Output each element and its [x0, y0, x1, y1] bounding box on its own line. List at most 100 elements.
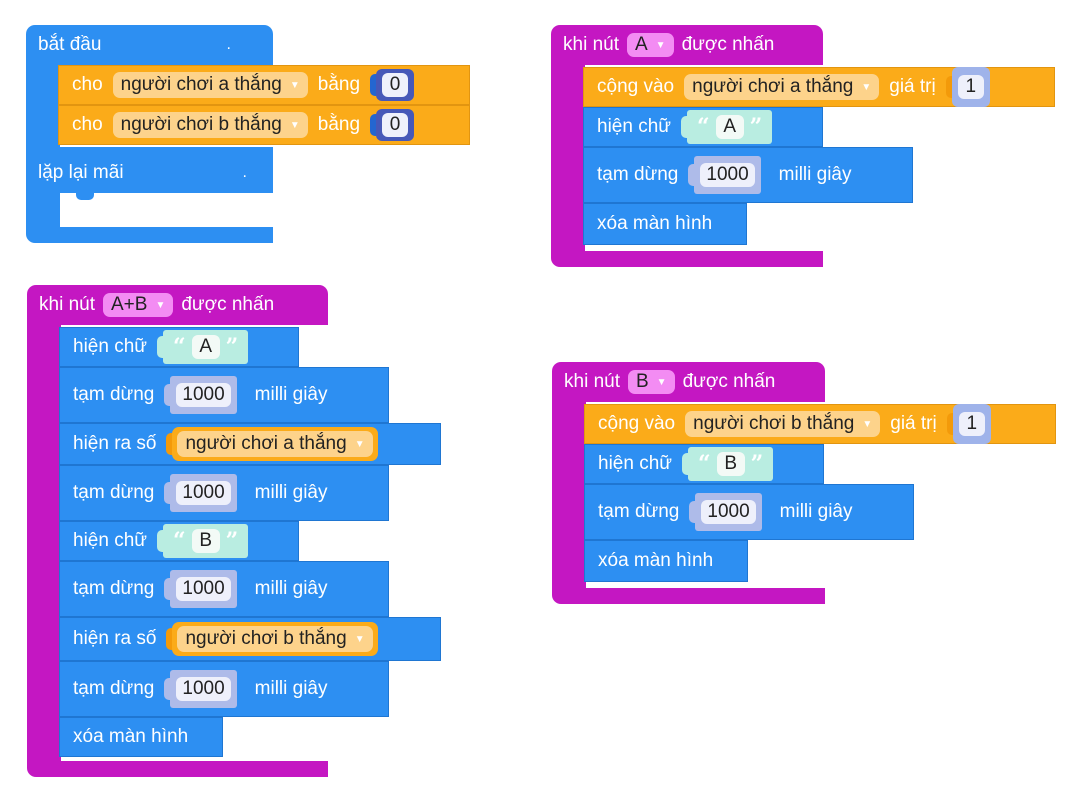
clear-screen-block[interactable]: xóa màn hình — [584, 540, 748, 582]
ms-label: milli giây — [254, 578, 328, 599]
by-label: giá trị — [889, 76, 936, 97]
number-input[interactable]: 1000 — [176, 481, 231, 505]
ms-label: milli giây — [254, 678, 328, 699]
change-var-block[interactable]: cộng vào người chơi b thắng ▼ giá trị 1 — [584, 404, 1056, 444]
pause-block[interactable]: tạm dừng 1000 milli giây — [583, 147, 913, 203]
socket-icon — [157, 336, 163, 358]
socket-icon — [688, 164, 695, 186]
set-label: cho — [72, 114, 103, 135]
show-string-block[interactable]: hiện chữ “ A ” — [583, 107, 823, 147]
string-slot[interactable]: “ B ” — [688, 447, 774, 481]
on-button-ab-arm — [27, 323, 61, 763]
show-number-label: hiện ra số — [73, 628, 157, 649]
pause-label: tạm dừng — [73, 384, 155, 405]
show-string-block-b[interactable]: hiện chữ “ B ” — [59, 521, 299, 561]
variable-dropdown[interactable]: người chơi b thắng ▼ — [685, 411, 881, 437]
clear-screen-block[interactable]: xóa màn hình — [583, 203, 747, 245]
chevron-down-icon: ▼ — [862, 418, 873, 430]
string-input[interactable]: B — [716, 452, 745, 476]
number-slot[interactable]: 1000 — [170, 376, 237, 414]
pause-block-1[interactable]: tạm dừng 1000 milli giây — [59, 367, 389, 423]
ms-label: milli giây — [778, 164, 852, 185]
on-button-ab-hat[interactable]: khi nút A+B ▼ được nhấn — [27, 285, 328, 325]
number-input[interactable]: 1 — [958, 412, 985, 436]
string-slot[interactable]: “ B ” — [163, 524, 249, 558]
socket-icon — [166, 628, 173, 650]
number-slot[interactable]: 1000 — [170, 670, 237, 708]
pause-block-2[interactable]: tạm dừng 1000 milli giây — [59, 465, 389, 521]
number-slot[interactable]: 0 — [376, 69, 415, 101]
socket-icon — [681, 116, 687, 138]
number-slot[interactable]: 1000 — [694, 156, 761, 194]
show-number-block-b[interactable]: hiện ra số người chơi b thắng ▼ — [59, 617, 441, 661]
button-name: B — [635, 371, 649, 392]
number-input[interactable]: 0 — [382, 113, 409, 137]
string-input[interactable]: A — [715, 115, 744, 139]
on-button-a-hat[interactable]: khi nút A ▼ được nhấn — [551, 25, 823, 65]
number-slot[interactable]: 1 — [951, 67, 990, 107]
socket-icon — [166, 433, 173, 455]
set-var-block-b[interactable]: cho người chơi b thắng ▼ bằng 0 — [58, 105, 470, 145]
number-input[interactable]: 1000 — [176, 677, 231, 701]
string-slot[interactable]: “ A ” — [163, 330, 249, 364]
forever-hat[interactable]: lặp lại mãi . — [26, 153, 273, 193]
event-prefix: khi nút — [564, 371, 620, 392]
change-label: cộng vào — [597, 76, 675, 97]
number-input[interactable]: 1000 — [176, 577, 231, 601]
event-suffix: được nhấn — [181, 294, 275, 315]
chevron-down-icon: ▼ — [289, 119, 300, 131]
quote-close-icon: ” — [225, 334, 239, 360]
pause-label: tạm dừng — [597, 164, 679, 185]
pause-label: tạm dừng — [73, 482, 155, 503]
set-var-block-a[interactable]: cho người chơi a thắng ▼ bằng 0 — [58, 65, 470, 105]
pause-block[interactable]: tạm dừng 1000 milli giây — [584, 484, 914, 540]
variable-dropdown-a[interactable]: người chơi a thắng ▼ — [112, 72, 308, 98]
clear-screen-block[interactable]: xóa màn hình — [59, 717, 223, 757]
number-slot[interactable]: 1000 — [695, 493, 762, 531]
variable-dropdown[interactable]: người chơi b thắng ▼ — [177, 626, 373, 652]
on-start-arm — [26, 63, 60, 149]
show-number-block-a[interactable]: hiện ra số người chơi a thắng ▼ — [59, 423, 441, 465]
pause-block-4[interactable]: tạm dừng 1000 milli giây — [59, 661, 389, 717]
on-start-hat[interactable]: bắt đầu . — [26, 25, 273, 65]
variable-dropdown[interactable]: người chơi a thắng ▼ — [177, 431, 373, 457]
chevron-down-icon: ▼ — [354, 633, 365, 645]
number-input[interactable]: 1 — [957, 75, 984, 99]
chevron-down-icon: ▼ — [655, 39, 666, 51]
quote-open-icon: “ — [173, 528, 186, 554]
set-label: cho — [72, 74, 103, 95]
variable-reporter-a[interactable]: người chơi a thắng ▼ — [172, 427, 378, 461]
event-prefix: khi nút — [39, 294, 95, 315]
change-var-block[interactable]: cộng vào người chơi a thắng ▼ giá trị 1 — [583, 67, 1055, 107]
variable-reporter-b[interactable]: người chơi b thắng ▼ — [172, 622, 378, 656]
string-slot[interactable]: “ A ” — [687, 110, 773, 144]
button-dropdown-b[interactable]: B ▼ — [627, 370, 675, 394]
number-slot[interactable]: 1 — [952, 404, 991, 444]
number-input[interactable]: 1000 — [701, 500, 756, 524]
show-string-block-a[interactable]: hiện chữ “ A ” — [59, 327, 299, 367]
variable-dropdown[interactable]: người chơi a thắng ▼ — [684, 74, 880, 100]
number-input[interactable]: 0 — [382, 73, 409, 97]
chevron-down-icon: ▼ — [289, 79, 300, 91]
number-slot[interactable]: 1000 — [170, 570, 237, 608]
string-input[interactable]: B — [191, 529, 220, 553]
number-slot[interactable]: 0 — [376, 109, 415, 141]
forever-foot — [26, 227, 273, 243]
string-input[interactable]: A — [191, 335, 220, 359]
socket-icon — [164, 678, 171, 700]
pause-block-3[interactable]: tạm dừng 1000 milli giây — [59, 561, 389, 617]
event-suffix: được nhấn — [682, 371, 776, 392]
number-input[interactable]: 1000 — [176, 383, 231, 407]
button-dropdown-ab[interactable]: A+B ▼ — [102, 293, 174, 317]
number-input[interactable]: 1000 — [700, 163, 755, 187]
pause-label: tạm dừng — [73, 578, 155, 599]
variable-dropdown-b[interactable]: người chơi b thắng ▼ — [112, 112, 308, 138]
pause-label: tạm dừng — [598, 501, 680, 522]
show-string-label: hiện chữ — [73, 336, 147, 357]
number-slot[interactable]: 1000 — [170, 474, 237, 512]
chevron-down-icon: ▼ — [354, 438, 365, 450]
on-button-b-hat[interactable]: khi nút B ▼ được nhấn — [552, 362, 825, 402]
show-string-block[interactable]: hiện chữ “ B ” — [584, 444, 824, 484]
button-dropdown-a[interactable]: A ▼ — [626, 33, 674, 57]
